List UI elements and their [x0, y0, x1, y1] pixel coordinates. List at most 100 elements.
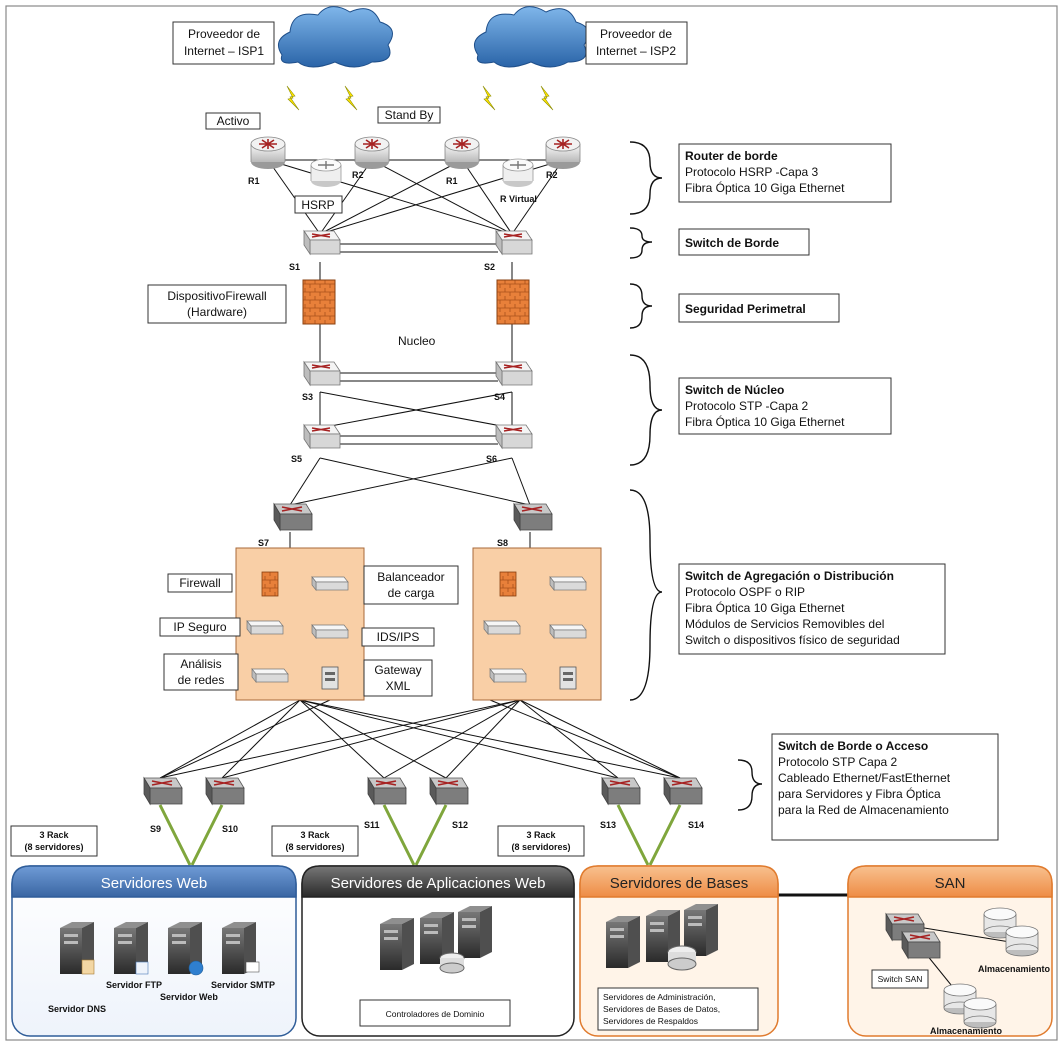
s10-label: S10	[222, 824, 238, 834]
svg-text:(8 servidores): (8 servidores)	[24, 842, 83, 852]
hsrp-label-box: HSRP	[294, 195, 343, 214]
svg-text:Fibra Óptica 10 Giga Ethernet: Fibra Óptica 10 Giga Ethernet	[685, 180, 845, 195]
svg-text:Protocolo STP Capa 2: Protocolo STP Capa 2	[778, 755, 898, 769]
firewall-module-label: Firewall	[167, 573, 233, 593]
svg-text:Servidores de Respaldos: Servidores de Respaldos	[603, 1016, 698, 1026]
firewall-right-icon	[496, 279, 530, 325]
switch-s12-icon	[429, 777, 469, 805]
panel-web-title: Servidores Web	[101, 875, 207, 892]
access-links	[159, 699, 681, 779]
s14-label: S14	[688, 820, 704, 830]
svg-text:Router de borde: Router de borde	[685, 149, 778, 163]
svg-text:Protocolo OSPF o RIP: Protocolo OSPF o RIP	[685, 585, 805, 599]
storage-label-1: Almacenamiento	[978, 964, 1051, 974]
svg-text:para la Red de Almacenamiento: para la Red de Almacenamiento	[778, 803, 949, 817]
s5-label: S5	[291, 454, 302, 464]
s6-label: S6	[486, 454, 497, 464]
svg-text:3 Rack: 3 Rack	[39, 830, 69, 840]
ip-seguro-label: IP Seguro	[159, 617, 241, 637]
activo-label-box: Activo	[205, 112, 261, 130]
ip-secure-module-icon	[246, 620, 284, 635]
svg-text:Protocolo HSRP -Capa 3: Protocolo HSRP -Capa 3	[685, 165, 819, 179]
virtual-router-right-icon	[502, 158, 534, 188]
svg-text:IP Seguro: IP Seguro	[173, 620, 226, 634]
ip-secure-module-icon	[483, 620, 521, 635]
smtp-label: Servidor SMTP	[211, 980, 275, 990]
s3-label: S3	[302, 392, 313, 402]
svg-text:Switch de Agregación o Distrib: Switch de Agregación o Distribución	[685, 569, 894, 583]
switch-s2-icon	[495, 230, 533, 255]
switch-acceso-box: Switch de Borde o Acceso Protocolo STP C…	[771, 733, 999, 841]
fiber-links	[158, 804, 682, 866]
svg-text:Seguridad Perimetral: Seguridad Perimetral	[685, 302, 806, 316]
svg-text:Switch de Borde o Acceso: Switch de Borde o Acceso	[778, 739, 928, 753]
r1-left-label: R1	[248, 176, 260, 186]
svg-text:3 Rack: 3 Rack	[300, 830, 330, 840]
isp2-line2: Internet – ISP2	[596, 44, 676, 58]
router-r1-right-icon	[444, 136, 480, 170]
firewall-module-icon	[261, 571, 279, 597]
switch-s5-icon	[303, 424, 341, 449]
switch-s14-icon	[663, 777, 703, 805]
s2-label: S2	[484, 262, 495, 272]
svg-text:(8 servidores): (8 servidores)	[511, 842, 570, 852]
gateway-label: Gateway XML	[363, 659, 433, 697]
rack-label-apps: 3 Rack (8 servidores)	[271, 825, 359, 857]
panel-bases-title: Servidores de Bases	[610, 875, 748, 892]
diagram-frame	[5, 5, 1058, 1041]
network-analysis-module-icon	[489, 668, 527, 683]
switch-s3-icon	[303, 361, 341, 386]
switch-s11-icon	[367, 777, 407, 805]
nucleo-label: Nucleo	[398, 334, 436, 348]
edge-links	[267, 159, 564, 548]
s1-label: S1	[289, 262, 300, 272]
switch-s13-icon	[601, 777, 641, 805]
load-balancer-module-icon	[311, 576, 349, 591]
isp1-label-box: Proveedor de Internet – ISP1	[172, 21, 275, 65]
switch-s4-icon	[495, 361, 533, 386]
svg-text:Análisis: Análisis	[180, 657, 221, 671]
rack-label-bases: 3 Rack (8 servidores)	[497, 825, 585, 857]
router-r2-left-icon	[354, 136, 390, 170]
ftp-label: Servidor FTP	[106, 980, 162, 990]
router-borde-box: Router de borde Protocolo HSRP -Capa 3 F…	[678, 143, 892, 203]
rack-label-web: 3 Rack (8 servidores)	[10, 825, 98, 857]
svg-text:Servidores de Bases de Datos,: Servidores de Bases de Datos,	[603, 1004, 720, 1014]
switch-s10-icon	[205, 777, 245, 805]
load-balancer-module-icon	[549, 576, 587, 591]
wan-link-icon	[286, 85, 300, 111]
r-virtual-label: R Virtual	[500, 194, 537, 204]
r2-left-label: R2	[352, 170, 364, 180]
storage-label-2: Almacenamiento	[930, 1026, 1003, 1036]
switch-nucleo-box: Switch de Núcleo Protocolo STP -Capa 2 F…	[678, 377, 892, 435]
svg-text:IDS/IPS: IDS/IPS	[377, 630, 420, 644]
switch-s8-icon	[513, 503, 553, 531]
svg-text:de carga: de carga	[388, 586, 435, 600]
switch-s6-icon	[495, 424, 533, 449]
svg-text:de redes: de redes	[178, 673, 225, 687]
svg-text:Balanceador: Balanceador	[377, 570, 444, 584]
wan-link-icon	[540, 85, 554, 111]
router-r2-right-icon	[545, 136, 581, 170]
wan-link-icon	[344, 85, 358, 111]
svg-text:Cableado Ethernet/FastEthernet: Cableado Ethernet/FastEthernet	[778, 771, 951, 785]
switch-s1-icon	[303, 230, 341, 255]
firewall-device-label-box: DispositivoFirewall (Hardware)	[147, 284, 287, 324]
domain-controller-icon	[458, 906, 492, 958]
svg-text:DispositivoFirewall: DispositivoFirewall	[167, 289, 266, 303]
router-r1-left-icon	[250, 136, 286, 170]
storage-icon	[963, 997, 997, 1029]
switch-s7-icon	[273, 503, 313, 531]
storage-icon	[1005, 925, 1039, 957]
san-switch-icon	[901, 931, 941, 959]
isp1-line2: Internet – ISP1	[184, 44, 264, 58]
r2-right-label: R2	[546, 170, 558, 180]
seguridad-box: Seguridad Perimetral	[678, 293, 840, 323]
panel-db-servers: Servidores de Bases Servidores de Admini…	[579, 865, 779, 1037]
switch-borde-box: Switch de Borde	[678, 228, 810, 256]
xml-gateway-module-icon	[321, 666, 339, 690]
svg-text:Servidores de Administración,: Servidores de Administración,	[603, 992, 715, 1002]
svg-text:Gateway: Gateway	[374, 663, 421, 677]
svg-text:Protocolo STP -Capa 2: Protocolo STP -Capa 2	[685, 399, 809, 413]
